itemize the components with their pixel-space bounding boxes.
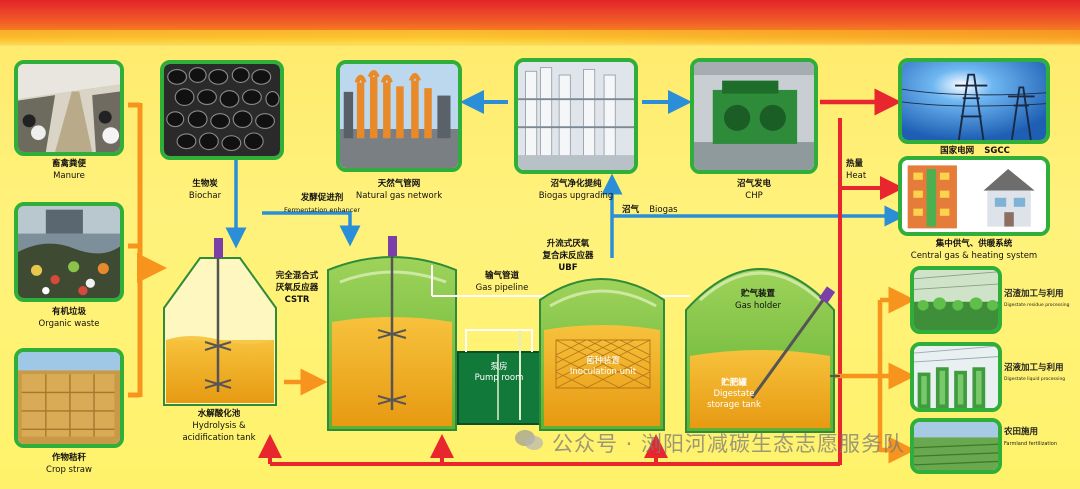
watermark: 公众号 · 浏阳河减碳生态志愿服务队: [552, 432, 906, 456]
gas-plant-icon: [340, 64, 458, 168]
greenhouse-rows-icon: [914, 346, 998, 408]
farmland-icon: [914, 422, 998, 470]
top-banner-stripe: [0, 30, 1080, 44]
grid-label: 国家电网 SGCC: [940, 146, 1010, 156]
farmland-photo: [910, 418, 1002, 474]
crop-straw-photo: [14, 348, 124, 448]
biochar-photo: [160, 60, 284, 160]
power-heat-arrows: [820, 88, 904, 465]
chp-photo: [690, 58, 818, 174]
grid-photo: [898, 58, 1050, 144]
greenhouse-icon: [914, 270, 998, 330]
biogas-label: 沼气 Biogas: [622, 205, 678, 215]
digestate-liquid-photo: [910, 342, 1002, 412]
pump-room: [457, 329, 541, 425]
garbage-icon: [18, 206, 120, 298]
cattle-barn-icon: [18, 64, 120, 152]
additive-arrows: [225, 160, 361, 249]
biogas-upgrading-photo: [514, 58, 638, 174]
manure-photo: [14, 60, 124, 156]
digestate-tank-label: 贮肥罐 Digestate storage tank: [707, 378, 761, 410]
houses-icon: [902, 160, 1046, 232]
heat-return-arrows: [258, 434, 840, 466]
ubf-label: 升流式厌氧 复合床反应器 UBF: [542, 239, 594, 273]
central-gas-photo: [898, 156, 1050, 236]
straw-bales-icon: [18, 352, 120, 444]
input-arrows: [128, 102, 167, 398]
ubf-tank: [539, 278, 665, 431]
gas-holder-tank: [685, 268, 840, 433]
gas-flow-arrows: [460, 90, 906, 258]
cstr-label: 完全混合式 厌氧反应器 CSTR: [275, 271, 319, 305]
natural-gas-photo: [336, 60, 462, 172]
hydrolysis-label: 水解酸化池 Hydrolysis & acidification tank: [182, 409, 256, 443]
digestate-residue-photo: [910, 266, 1002, 334]
organic-waste-photo: [14, 202, 124, 302]
upgrading-plant-icon: [518, 62, 634, 170]
cstr-tank: [327, 236, 457, 431]
power-tower-icon: [902, 62, 1046, 140]
hydrolysis-tank: [163, 238, 277, 406]
wechat-icon: [515, 430, 543, 450]
generator-icon: [694, 62, 814, 170]
biochar-micrograph-icon: [164, 64, 280, 156]
